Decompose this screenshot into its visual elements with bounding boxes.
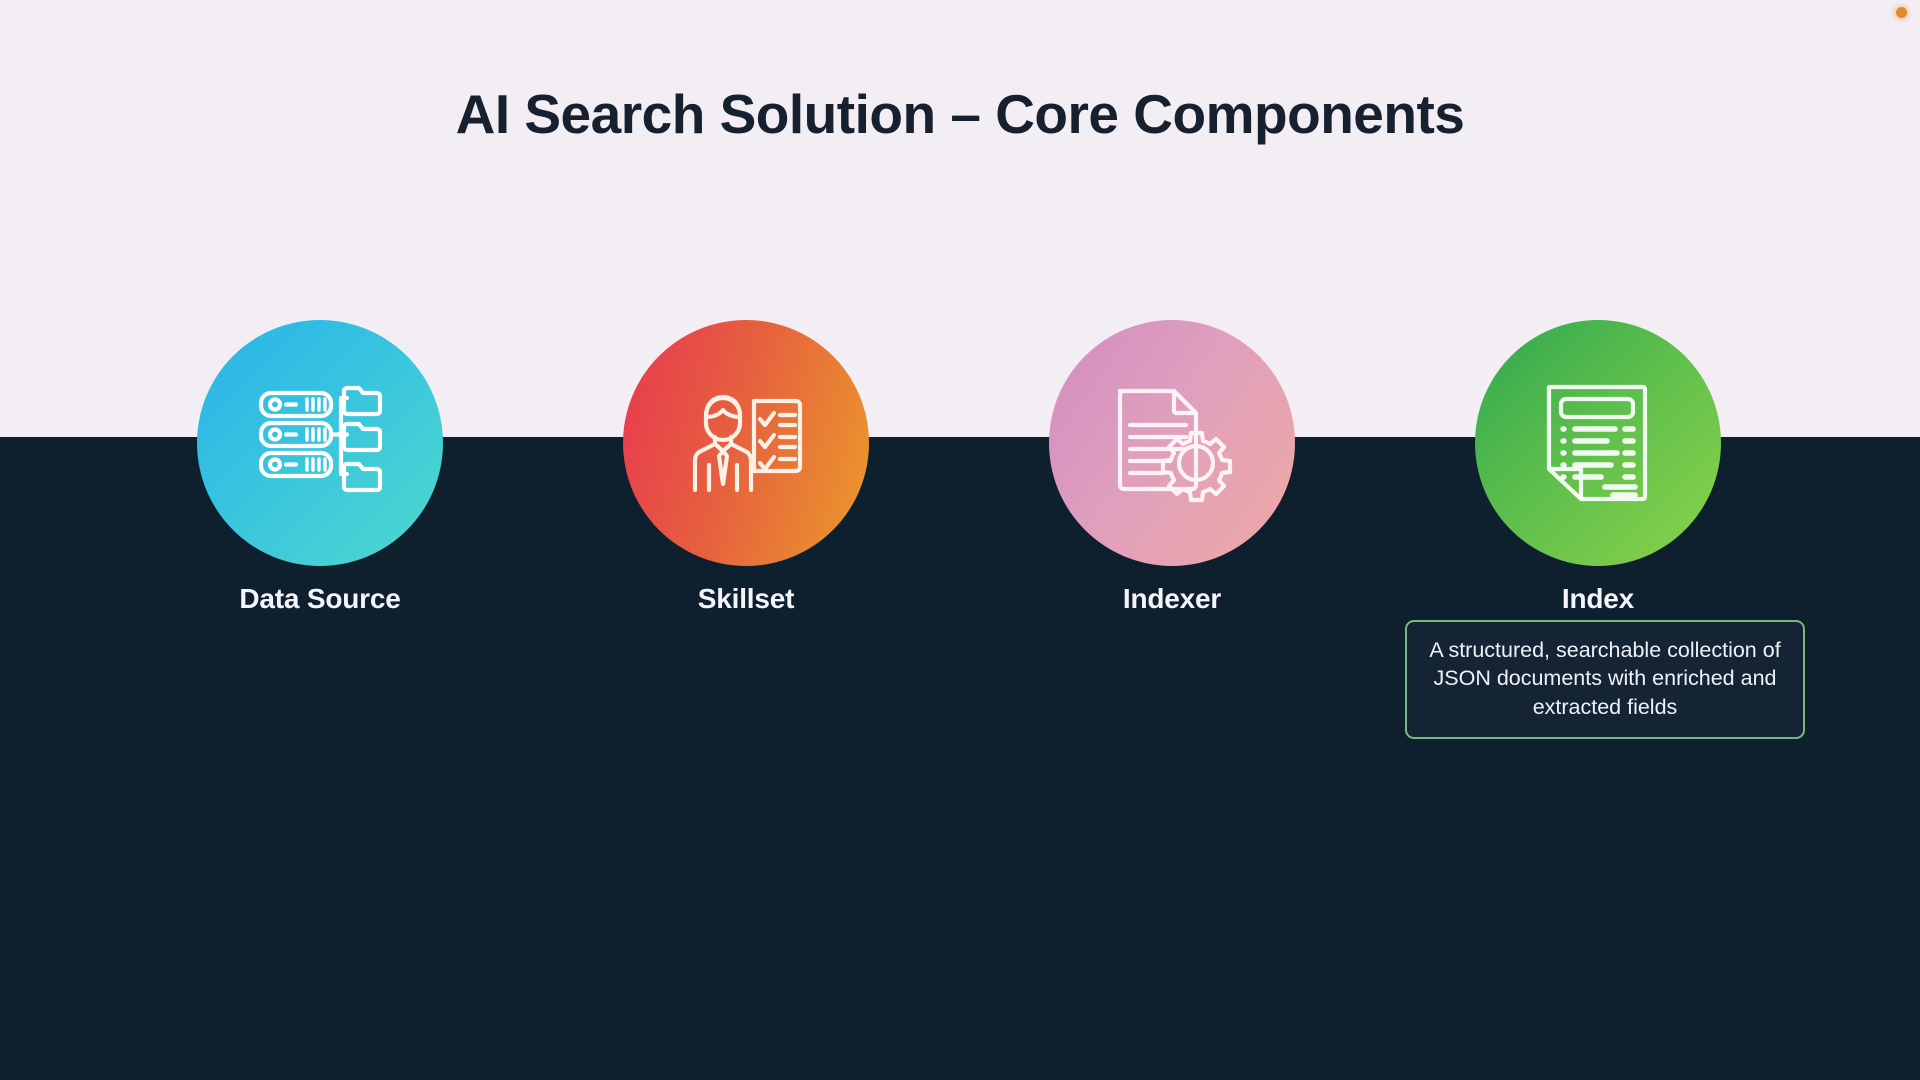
component-label: Index bbox=[1561, 583, 1635, 614]
callout-text: A structured, searchable collection of J… bbox=[1429, 638, 1781, 719]
indexer-circle bbox=[1049, 320, 1295, 566]
index-circle bbox=[1475, 320, 1721, 566]
skillset-circle bbox=[623, 320, 869, 566]
server-folders-icon bbox=[255, 379, 385, 507]
component-label: Data Source bbox=[239, 583, 401, 614]
component-skillset[interactable]: Skillset bbox=[623, 320, 869, 615]
components-row: Data Source bbox=[0, 320, 1920, 640]
index-description-callout: A structured, searchable collection of J… bbox=[1405, 620, 1805, 740]
component-label: Indexer bbox=[1122, 583, 1222, 614]
accent-dot-icon bbox=[1896, 7, 1907, 18]
document-gear-icon bbox=[1108, 379, 1236, 507]
data-source-circle bbox=[197, 320, 443, 566]
component-data-source[interactable]: Data Source bbox=[197, 320, 443, 615]
component-label: Skillset bbox=[697, 583, 795, 614]
person-checklist-icon bbox=[682, 379, 810, 507]
index-document-icon bbox=[1539, 379, 1657, 507]
page-title: AI Search Solution – Core Components bbox=[455, 83, 1465, 145]
component-indexer[interactable]: Indexer bbox=[1049, 320, 1295, 615]
component-index[interactable]: Index bbox=[1475, 320, 1721, 615]
